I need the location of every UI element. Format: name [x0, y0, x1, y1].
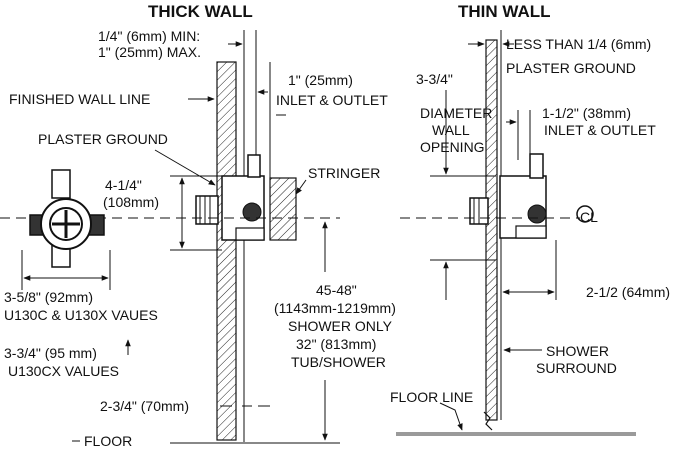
valve-stem: [195, 195, 219, 225]
width-label: 3-5/8" (92mm): [4, 289, 93, 305]
min-label: 1/4" (6mm) MIN:: [98, 28, 200, 44]
stringer-block: [269, 177, 297, 241]
floor-line-label: FLOOR LINE: [390, 389, 473, 405]
inlet-size-label: 1" (25mm): [288, 72, 353, 88]
shower-label: SHOWER: [546, 343, 609, 359]
cx-width-label: 3-3/4" (95 mm): [4, 345, 97, 361]
surround-label: SURROUND: [536, 360, 617, 376]
thin-wall-title: THIN WALL: [458, 2, 551, 21]
diameter-label: DIAMETER: [420, 105, 492, 121]
thin-inlet-outlet-label: INLET & OUTLET: [544, 122, 656, 138]
plaster-ground-label: PLASTER GROUND: [38, 131, 168, 147]
centerline-label: CL: [580, 209, 598, 225]
inlet-outlet-label: INLET & OUTLET: [276, 92, 388, 108]
height-label: 4-1/4": [105, 177, 142, 193]
thin-wall-section: [485, 39, 498, 421]
shower-height-mm-label: (1143mm-1219mm): [274, 300, 396, 316]
floor-label: FLOOR: [84, 433, 132, 449]
less-than-label: LESS THAN 1/4 (6mm): [506, 36, 651, 52]
centerline-icon: [576, 205, 594, 223]
depth-label: 2-3/4" (70mm): [100, 398, 189, 414]
diameter-size-label: 3-3/4": [416, 71, 453, 87]
cx-models-label: U130CX VALUES: [8, 363, 119, 379]
max-label: 1" (25mm) MAX.: [98, 44, 201, 60]
valve-port: [242, 202, 262, 222]
height-mm-label: (108mm): [103, 194, 159, 210]
thin-inlet-size-label: 1-1/2" (38mm): [542, 105, 631, 121]
tub-height-label: 32" (813mm): [296, 336, 376, 352]
thick-wall-title: THICK WALL: [148, 2, 253, 21]
tub-shower-label: TUB/SHOWER: [291, 354, 386, 370]
opening-label: OPENING: [420, 139, 485, 155]
finished-wall-line-label: FINISHED WALL LINE: [9, 91, 150, 107]
thin-floor-line: [396, 432, 636, 436]
wall-label: WALL: [432, 122, 470, 138]
width-models-label: U130C & U130X VAUES: [4, 307, 158, 323]
stringer-label: STRINGER: [308, 165, 380, 181]
thin-wall-drawing: [396, 30, 636, 436]
thick-wall-section: [216, 61, 237, 441]
valve-inlet-pipe: [247, 154, 261, 178]
thin-depth-label: 2-1/2 (64mm): [586, 284, 670, 300]
shower-height-label: 45-48": [316, 282, 357, 298]
shower-only-label: SHOWER ONLY: [288, 318, 393, 334]
thin-plaster-ground-label: PLASTER GROUND: [506, 60, 636, 76]
valve-front-view: [29, 169, 105, 268]
thick-wall-drawing: [0, 30, 340, 444]
